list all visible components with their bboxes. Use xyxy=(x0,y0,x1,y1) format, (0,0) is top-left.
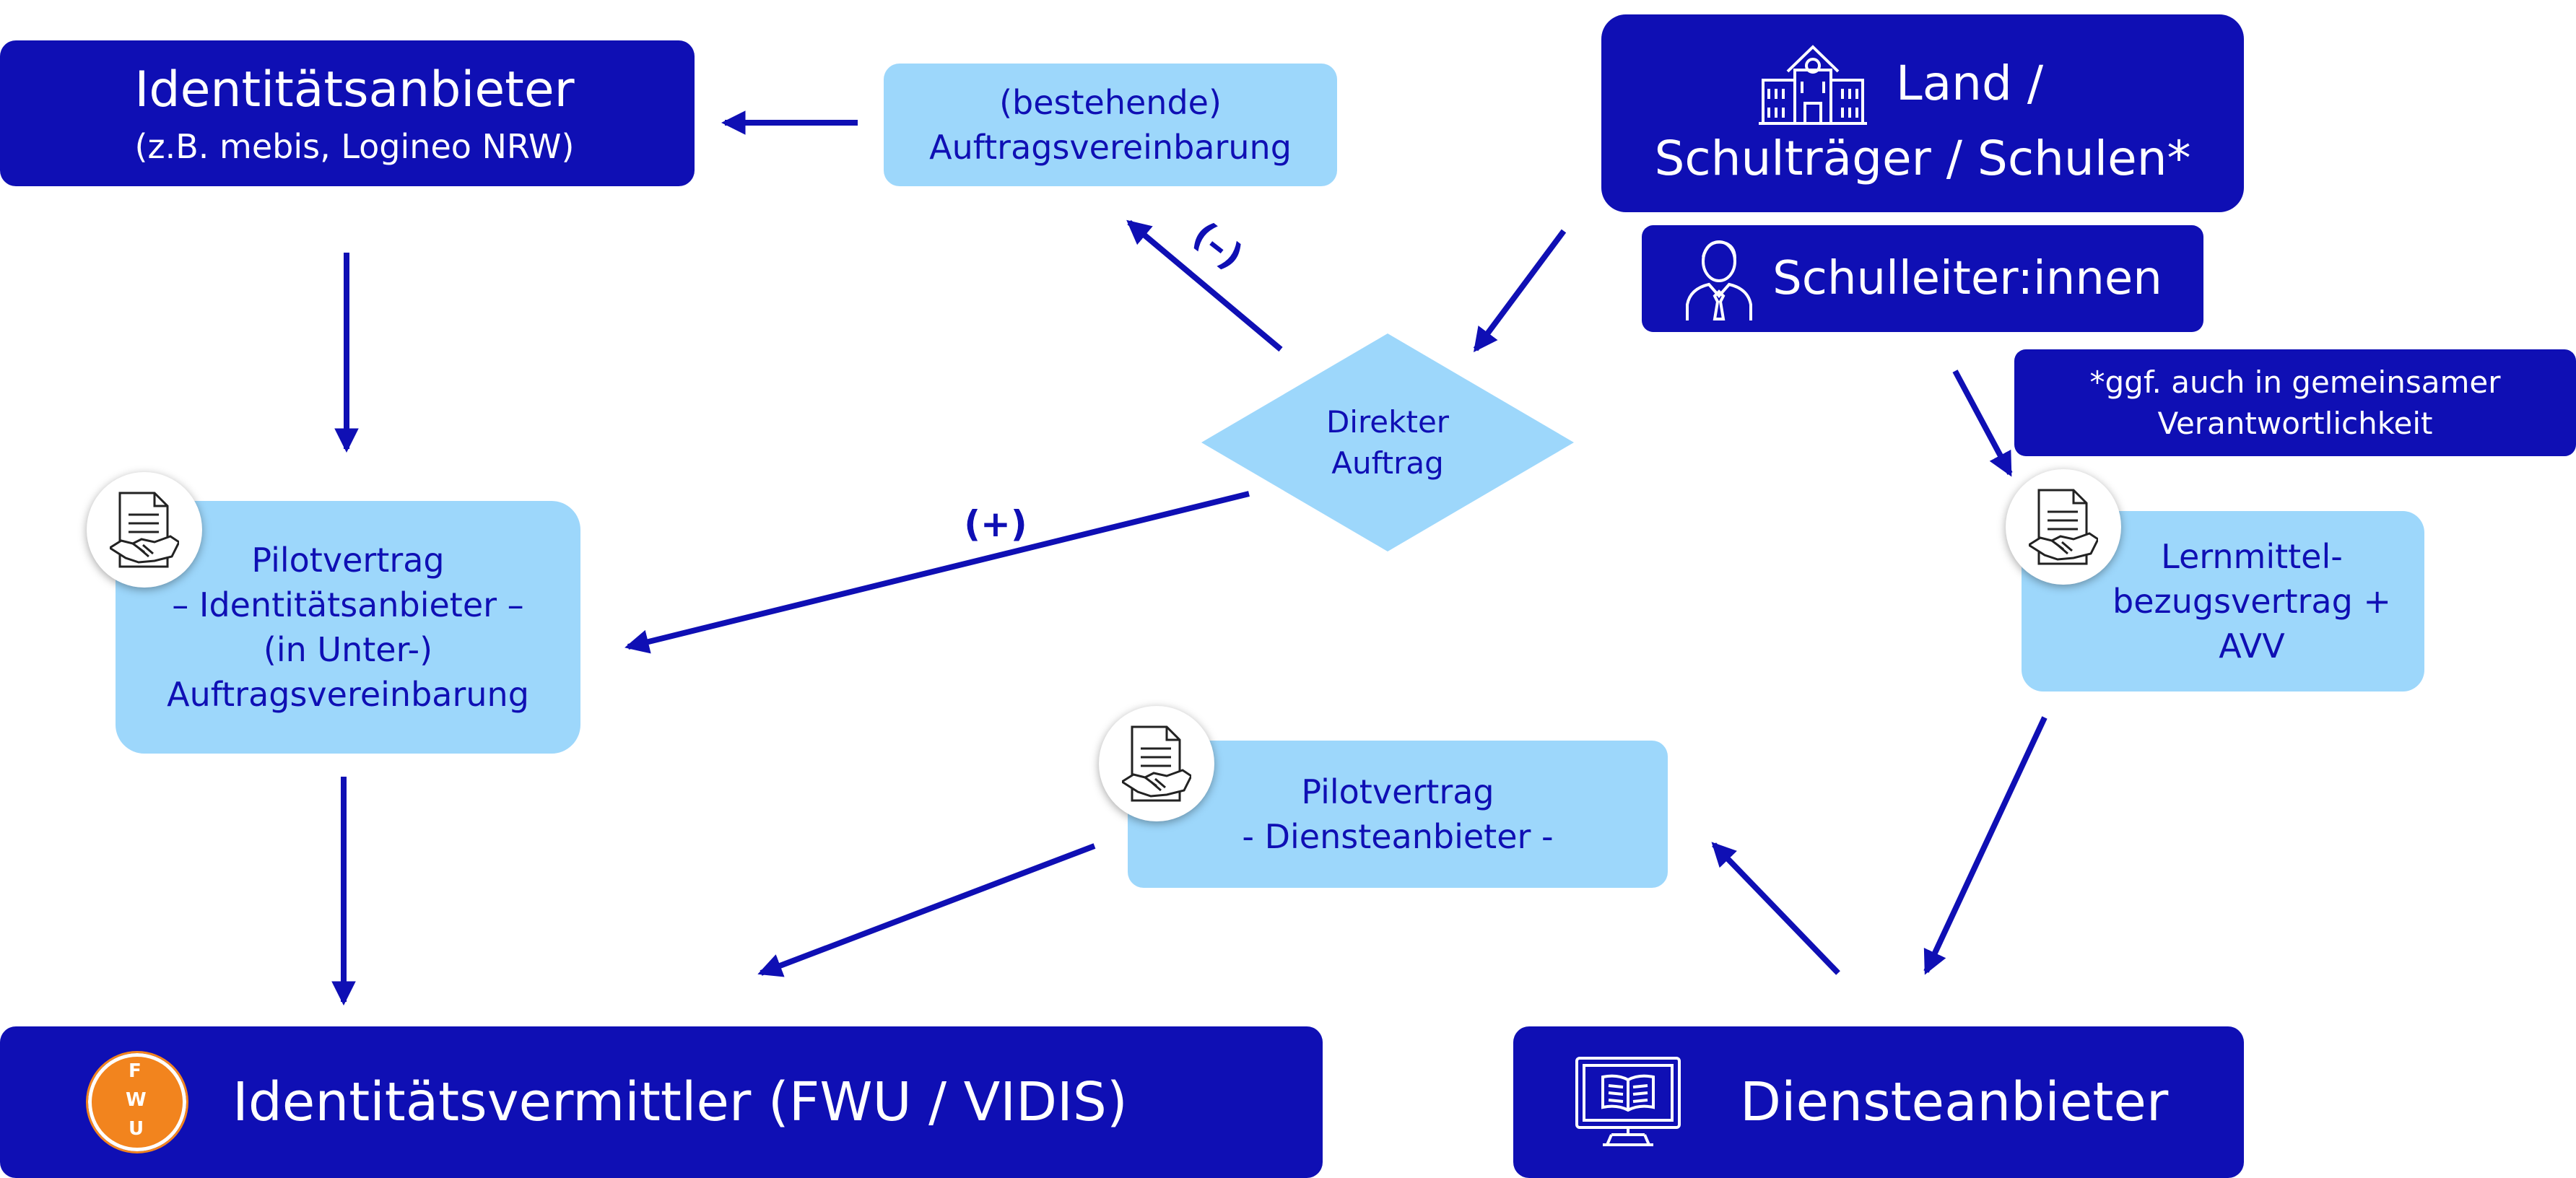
pilotvertrag-ia-line2: – Identitätsanbieter – xyxy=(172,585,524,624)
land-line2: Schulträger / Schulen* xyxy=(1654,130,2191,186)
identitaetsvermittler-label: Identitätsvermittler (FWU / VIDIS) xyxy=(232,1071,1128,1133)
auftragsvereinbarung-line1: (bestehende) xyxy=(999,83,1222,122)
note-line2: Verantwortlichkeit xyxy=(2157,406,2433,441)
arrow-diamond-to-pilotvertrag xyxy=(625,491,1250,654)
school-building-icon xyxy=(1758,41,1867,126)
arrow-diamond-to-avv xyxy=(1126,219,1283,352)
arrow-land-to-diamond xyxy=(1473,229,1567,353)
arrow-schulleiter-to-lernmittel xyxy=(1952,370,2013,477)
diensteanbieter-box: Diensteanbieter xyxy=(1513,1026,2244,1178)
direkter-auftrag-label: Direkter Auftrag xyxy=(1256,390,1519,495)
auftragsvereinbarung-line2: Auftragsvereinbarung xyxy=(929,128,1292,167)
contract-handshake-icon xyxy=(1099,706,1214,821)
contract-handshake-icon xyxy=(2006,469,2121,585)
schulleiter-box: Schulleiter:innen xyxy=(1642,225,2203,332)
schulleiter-label: Schulleiter:innen xyxy=(1772,252,2162,305)
pilotvertrag-da-line1: Pilotvertrag xyxy=(1301,772,1494,811)
pilotvertrag-da-line2: - Diensteanbieter - xyxy=(1242,817,1554,856)
monitor-book-icon xyxy=(1574,1055,1682,1149)
arrow-lernmittel-to-diensteanbieter xyxy=(1923,716,2048,975)
auftragsvereinbarung-box: (bestehende) Auftragsvereinbarung xyxy=(884,64,1337,186)
note-box: *ggf. auch in gemeinsamer Verantwortlich… xyxy=(2014,349,2576,456)
land-box: Land / Schulträger / Schulen* xyxy=(1601,14,2244,212)
identitaetsanbieter-box: Identitätsanbieter (z.B. mebis, Logineo … xyxy=(0,40,695,186)
arrow-pilotvertrag-da-to-vermittler xyxy=(757,843,1096,977)
pilotvertrag-ia-line1: Pilotvertrag xyxy=(251,540,445,580)
direkter-auftrag-diamond xyxy=(1201,333,1574,551)
fwu-logo-icon: F W U xyxy=(86,1051,188,1153)
contract-handshake-icon xyxy=(87,472,202,588)
identitaetsanbieter-subtitle: (z.B. mebis, Logineo NRW) xyxy=(134,126,575,166)
lernmittel-line3: AVV xyxy=(2219,627,2285,666)
arrow-diensteanbieter-to-pilotvertrag-da xyxy=(1711,842,1840,975)
person-icon xyxy=(1683,235,1755,322)
lernmittel-line2: bezugsvertrag + xyxy=(2112,581,2391,621)
diensteanbieter-label: Diensteanbieter xyxy=(1740,1071,2169,1133)
land-line1: Land / xyxy=(1895,56,2044,111)
pilotvertrag-da-box: Pilotvertrag - Diensteanbieter - xyxy=(1128,741,1668,888)
identitaetsvermittler-box: F W U Identitätsvermittler (FWU / VIDIS) xyxy=(0,1026,1323,1178)
direkter-auftrag-line2: Auftrag xyxy=(1331,445,1444,481)
pilotvertrag-ia-line4: Auftragsvereinbarung xyxy=(167,675,529,715)
note-line1: *ggf. auch in gemeinsamer xyxy=(2089,365,2501,400)
direkter-auftrag-line1: Direkter xyxy=(1326,404,1450,440)
identitaetsanbieter-title: Identitätsanbieter xyxy=(134,61,575,118)
edge-label-plus: (+) xyxy=(964,503,1027,545)
pilotvertrag-ia-line3: (in Unter-) xyxy=(263,630,433,669)
lernmittel-line1: Lernmittel- xyxy=(2161,536,2343,576)
